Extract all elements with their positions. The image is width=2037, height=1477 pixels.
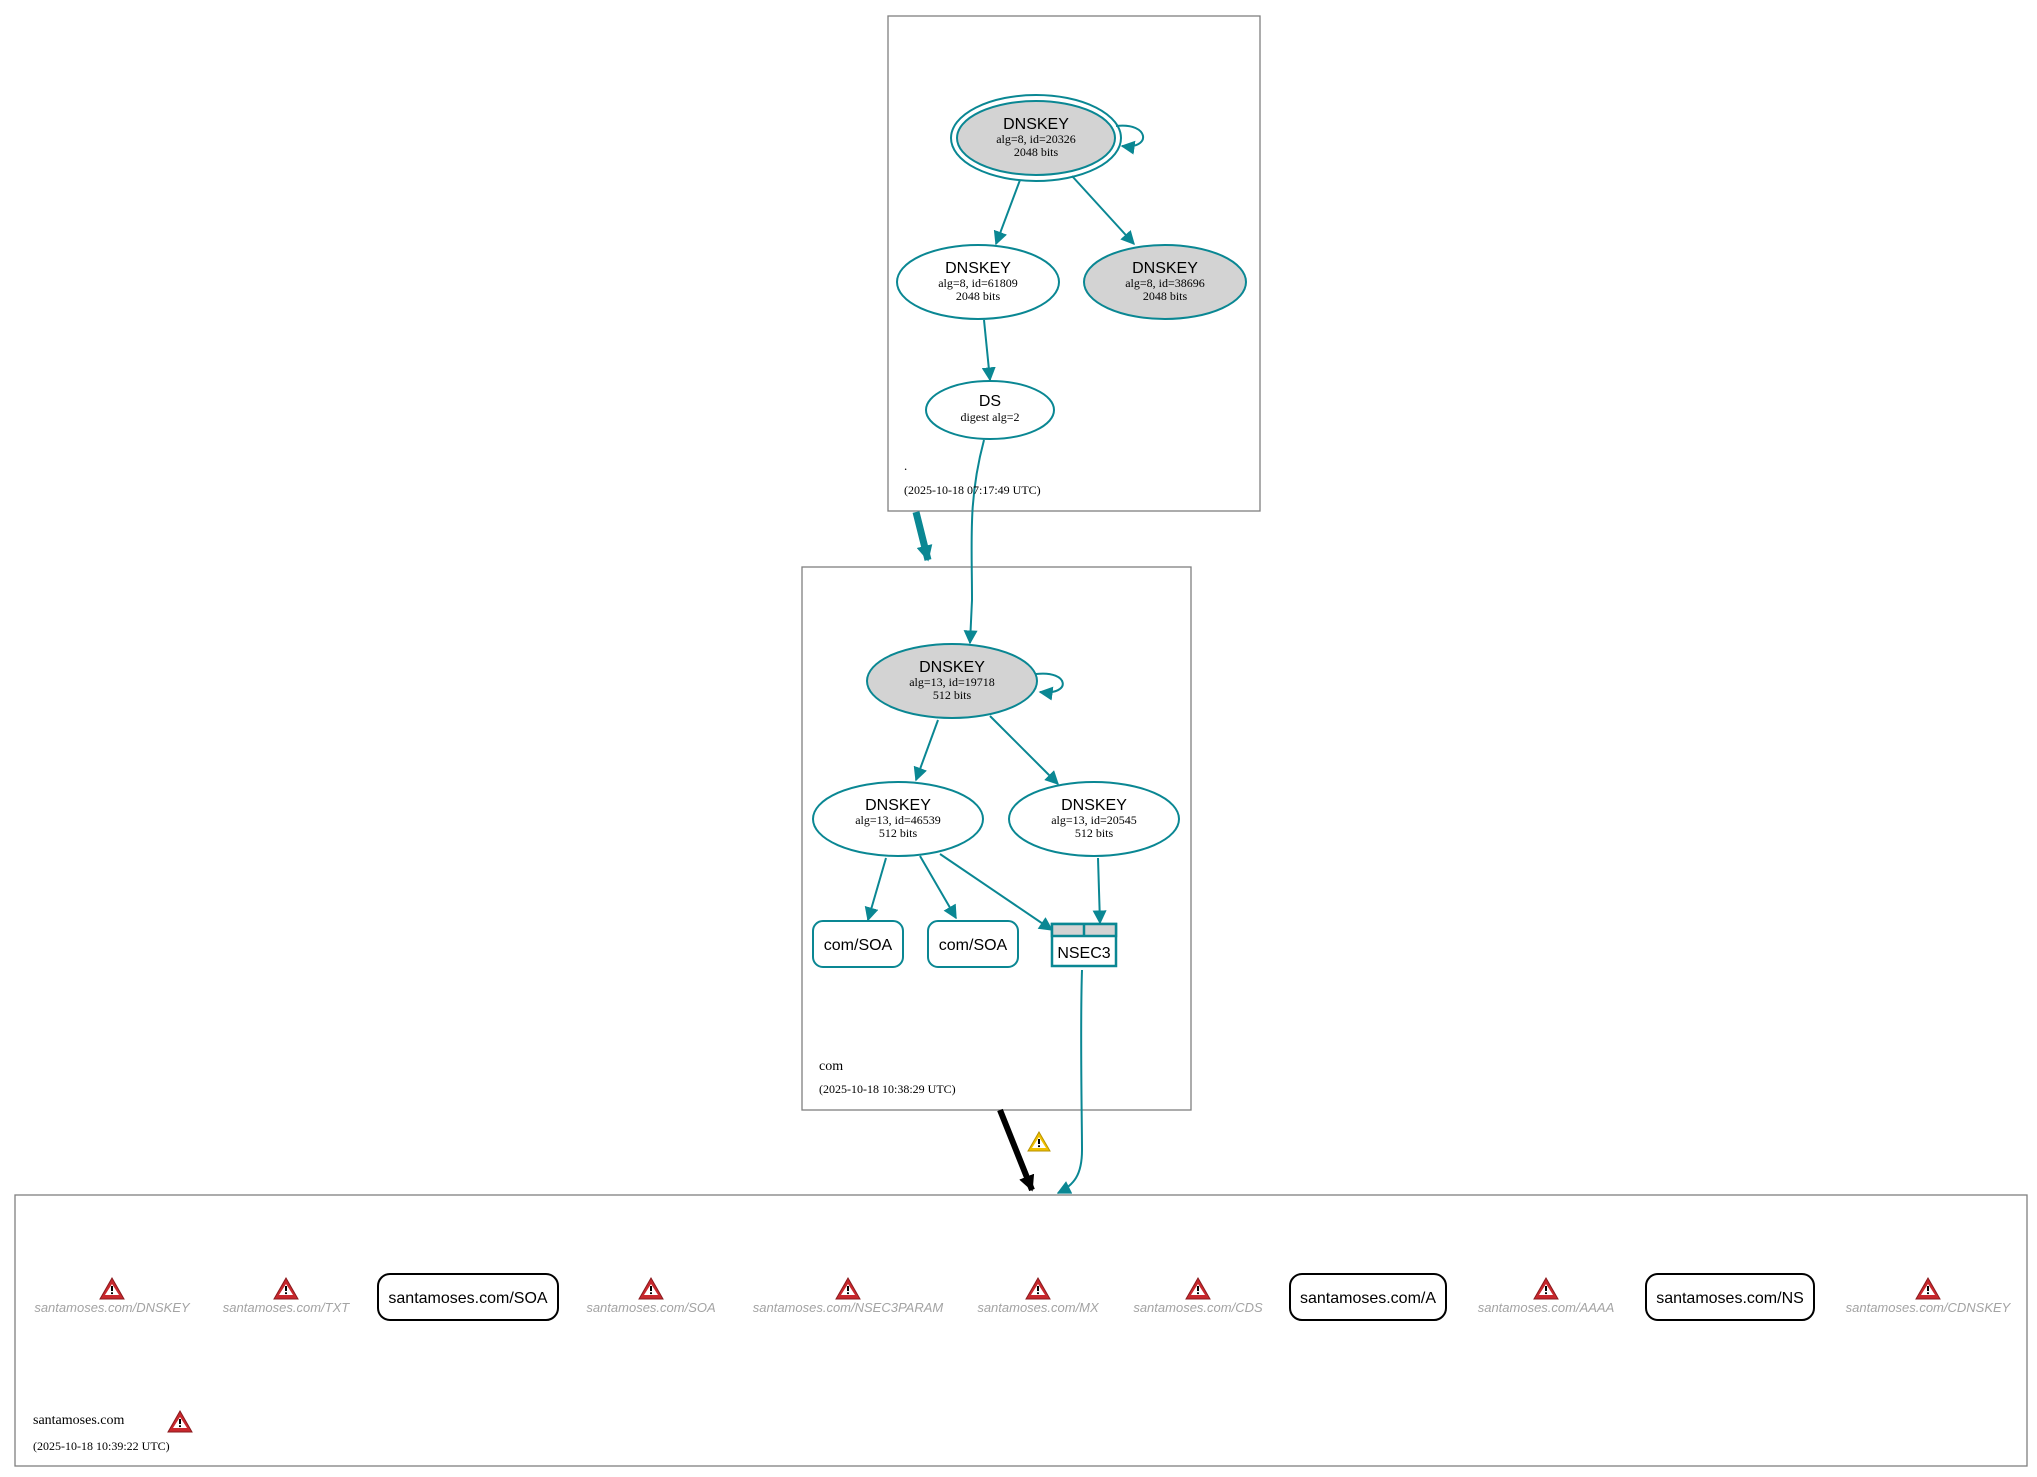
record-error[interactable]: santamoses.com/TXT [223, 1276, 350, 1315]
santamoses-zone-timestamp: (2025-10-18 10:39:22 UTC) [33, 1439, 170, 1453]
com-zsk2-node[interactable]: DNSKEY alg=13, id=20545 512 bits [1008, 781, 1180, 857]
com-zsk1-title: DNSKEY [865, 797, 931, 814]
root-ksk-title: DNSKEY [1003, 116, 1069, 133]
warning-icon [1027, 1131, 1051, 1152]
record-box [1289, 1273, 1447, 1321]
nsec3-label: NSEC3 [1057, 945, 1110, 962]
record-error[interactable]: santamoses.com/MX [977, 1276, 1100, 1315]
error-icon [273, 1276, 299, 1300]
com-soa2-label: com/SOA [939, 937, 1008, 954]
edge-com-ksk-to-zsk2 [989, 715, 1059, 785]
record-error[interactable]: santamoses.com/NSEC3PARAM [753, 1276, 944, 1315]
record-label: santamoses.com/MX [977, 1300, 1100, 1315]
error-icon [835, 1276, 861, 1300]
root-ds-digest: digest alg=2 [960, 410, 1019, 424]
edge-ds-to-com-ksk [963, 439, 985, 645]
record-label: santamoses.com/NSEC3PARAM [753, 1300, 944, 1315]
santamoses-records: santamoses.com/DNSKEY santamoses.com/TXT s… [34, 1273, 2012, 1321]
edge-zsk2-to-nsec3 [1092, 857, 1107, 925]
com-soa1-label: com/SOA [824, 937, 893, 954]
record-label: santamoses.com/A [1300, 1290, 1436, 1307]
error-icon [1025, 1276, 1051, 1300]
com-zsk1-alg: alg=13, id=46539 [855, 813, 941, 827]
edge-zsk1-to-nsec3 [939, 853, 1054, 931]
delegation-root-to-com [912, 511, 933, 562]
santamoses-zone-box [14, 1194, 2028, 1467]
record-label: santamoses.com/CDS [1133, 1300, 1263, 1315]
santamoses-zone-name: santamoses.com [33, 1413, 124, 1428]
root-ds-node[interactable]: DS digest alg=2 [925, 380, 1055, 440]
edge-root-zsk-to-ds [981, 319, 996, 382]
com-zone-name: com [819, 1059, 843, 1074]
record-label: santamoses.com/CDNSKEY [1846, 1300, 2012, 1315]
com-soa2-node[interactable]: com/SOA [927, 920, 1019, 968]
root-zone-name: . [904, 458, 907, 473]
com-zsk2-alg: alg=13, id=20545 [1051, 813, 1137, 827]
error-icon [99, 1276, 125, 1300]
record-label: santamoses.com/TXT [223, 1300, 350, 1315]
root-ksk2-bits: 2048 bits [1143, 289, 1188, 303]
root-zsk-alg: alg=8, id=61809 [938, 276, 1018, 290]
record-error[interactable]: santamoses.com/SOA [586, 1276, 716, 1315]
record-ok[interactable]: santamoses.com/SOA [377, 1273, 559, 1321]
root-ksk-node[interactable]: DNSKEY alg=8, id=20326 2048 bits [950, 94, 1122, 182]
delegation-com-to-santamoses [997, 1108, 1035, 1192]
record-label: santamoses.com/SOA [586, 1300, 715, 1315]
root-ds-title: DS [979, 393, 1001, 410]
edge-com-ksk-to-zsk1 [913, 719, 939, 782]
record-ok[interactable]: santamoses.com/A [1289, 1273, 1447, 1321]
root-ksk2-node[interactable]: DNSKEY alg=8, id=38696 2048 bits [1083, 244, 1247, 320]
root-ksk2-alg: alg=8, id=38696 [1125, 276, 1205, 290]
error-icon [1533, 1276, 1559, 1300]
com-ksk-bits: 512 bits [933, 688, 972, 702]
edge-root-ksk-to-ksk2 [1071, 175, 1135, 246]
com-zone-timestamp: (2025-10-18 10:38:29 UTC) [819, 1082, 956, 1096]
com-ksk-node[interactable]: DNSKEY alg=13, id=19718 512 bits [866, 643, 1038, 719]
record-box [377, 1273, 559, 1321]
error-icon [1185, 1276, 1211, 1300]
record-label: santamoses.com/SOA [388, 1290, 548, 1307]
record-error[interactable]: santamoses.com/CDNSKEY [1846, 1276, 2012, 1315]
com-ksk-title: DNSKEY [919, 659, 985, 676]
com-zsk1-bits: 512 bits [879, 826, 918, 840]
record-error[interactable]: santamoses.com/CDS [1133, 1276, 1263, 1315]
record-label: santamoses.com/DNSKEY [34, 1300, 191, 1315]
record-label: santamoses.com/NS [1656, 1290, 1804, 1307]
error-icon [638, 1276, 664, 1300]
record-error[interactable]: santamoses.com/DNSKEY [34, 1276, 191, 1315]
root-ksk-bits: 2048 bits [1014, 145, 1059, 159]
record-error[interactable]: santamoses.com/AAAA [1478, 1276, 1615, 1315]
com-zsk2-bits: 512 bits [1075, 826, 1114, 840]
com-zsk2-title: DNSKEY [1061, 797, 1127, 814]
root-zone-timestamp: (2025-10-18 07:17:49 UTC) [904, 483, 1041, 497]
zone-error-icon [167, 1409, 193, 1433]
com-ksk-alg: alg=13, id=19718 [909, 675, 995, 689]
root-zsk-node[interactable]: DNSKEY alg=8, id=61809 2048 bits [896, 244, 1060, 320]
edge-root-ksk-self [1115, 124, 1144, 155]
nsec3-node[interactable]: NSEC3 [1050, 922, 1118, 968]
record-label: santamoses.com/AAAA [1478, 1300, 1615, 1315]
edge-zsk1-to-soa1 [864, 857, 887, 922]
edge-root-ksk-to-zsk [993, 179, 1021, 246]
root-zsk-title: DNSKEY [945, 260, 1011, 277]
root-zsk-bits: 2048 bits [956, 289, 1001, 303]
root-ksk-alg: alg=8, id=20326 [996, 132, 1076, 146]
edge-nsec3-to-santamoses [1056, 969, 1084, 1194]
error-icon [1915, 1276, 1941, 1300]
root-ksk2-title: DNSKEY [1132, 260, 1198, 277]
record-box [1645, 1273, 1815, 1321]
com-soa1-node[interactable]: com/SOA [812, 920, 904, 968]
record-ok[interactable]: santamoses.com/NS [1645, 1273, 1815, 1321]
edge-zsk1-to-soa2 [919, 855, 957, 920]
edge-com-ksk-self [1035, 672, 1064, 701]
com-zsk1-node[interactable]: DNSKEY alg=13, id=46539 512 bits [812, 781, 984, 857]
